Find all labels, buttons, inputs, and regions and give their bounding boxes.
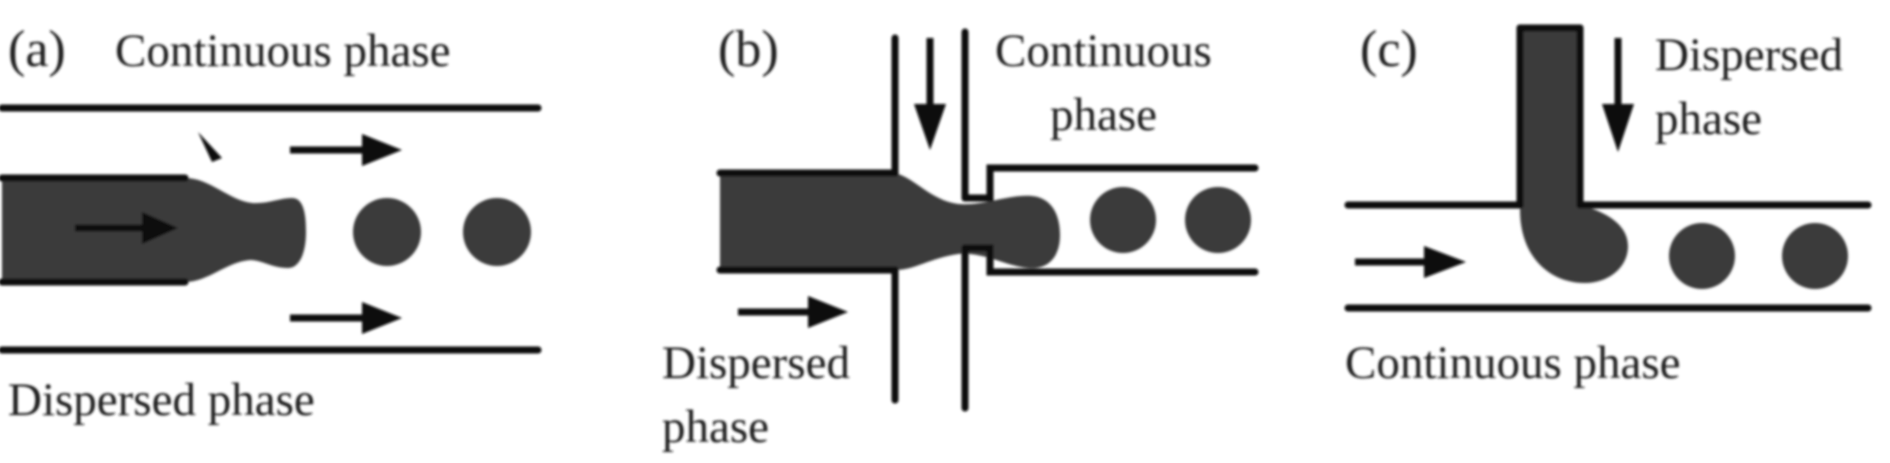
panel-b-outlet-bottom-wall: [961, 244, 1259, 276]
panel-a: (a) Continuous phase Dispersed phase: [0, 21, 542, 426]
panel-c-arrow-right: [1355, 246, 1466, 278]
panel-c-dispersed-label-line2: phase: [1655, 93, 1762, 145]
panel-a-pointer-icon: [198, 132, 222, 162]
panel-b-arrow-down: [914, 38, 946, 150]
panel-b-dispersed-label-line2: phase: [662, 401, 769, 453]
panel-b: (b) Continuous phase Dispersed phase: [662, 21, 1259, 453]
panel-c-arrow-down: [1602, 38, 1634, 152]
panel-a-tag: (a): [8, 21, 66, 78]
panel-c-tag: (c): [1360, 21, 1418, 78]
panel-b-dispersed-label-line1: Dispersed: [662, 337, 850, 389]
panel-a-arrow-bottom: [290, 302, 402, 334]
panel-b-arrow-right: [738, 296, 848, 328]
panel-c-continuous-label: Continuous phase: [1345, 337, 1681, 389]
panel-b-droplet: [1185, 187, 1251, 253]
panel-a-droplet: [463, 198, 531, 266]
panel-b-droplet: [1090, 187, 1156, 253]
panel-a-dispersed-label: Dispersed phase: [8, 374, 315, 426]
panel-c: (c) Dispersed phase Continuous phase: [1344, 21, 1872, 389]
panel-a-arrow-top: [290, 134, 402, 166]
panel-b-continuous-label-line2: phase: [1050, 89, 1157, 141]
panel-c-dispersed-label-line1: Dispersed: [1655, 29, 1843, 81]
panel-c-droplet: [1782, 223, 1848, 289]
panel-b-outlet-top-wall: [961, 164, 1259, 202]
panel-b-tag: (b): [718, 21, 779, 78]
panel-c-dispersed-feed: [1520, 28, 1628, 283]
panel-b-dispersed-jet: [720, 173, 1060, 270]
panel-b-continuous-label-line1: Continuous: [995, 25, 1212, 77]
panel-a-droplet: [353, 198, 421, 266]
panel-a-continuous-label: Continuous phase: [115, 25, 451, 77]
panel-c-droplet: [1669, 223, 1735, 289]
panel-a-arrow-inner: [75, 212, 178, 244]
